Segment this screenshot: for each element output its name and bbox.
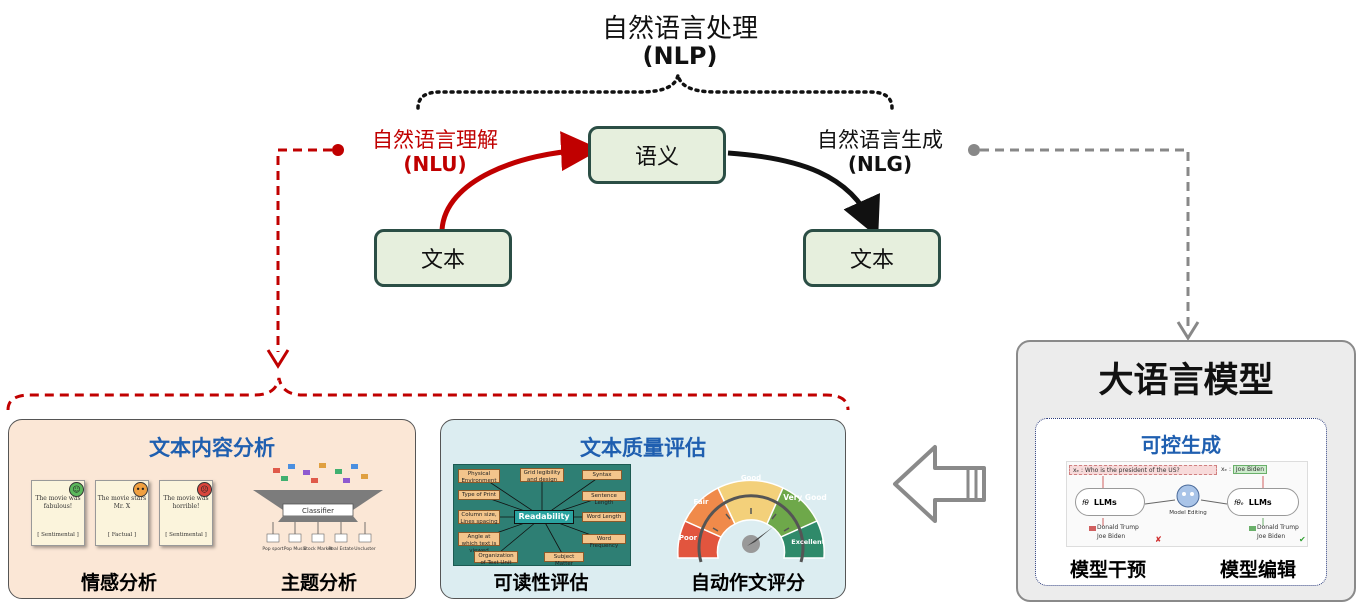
nlg-abbr: (NLG) (847, 152, 913, 176)
option-right-trump: Donald Trump (1257, 524, 1299, 531)
gauge-label: Good (741, 474, 761, 482)
model-intervention-label: 模型干预 (1069, 559, 1146, 581)
topic-label: Pop sport (262, 546, 283, 552)
nlg-title: 自然语言生成 (817, 128, 943, 152)
readability-node: Type of Print (458, 490, 500, 500)
question-bar: xₑ : Who is the president of the US? (1069, 465, 1217, 475)
content-analysis-panel: 文本内容分析 The movie was fabulous! [ Sentime… (8, 419, 416, 599)
model-editing-cn-label: 模型编辑 (1219, 559, 1296, 581)
nlu-connector (276, 148, 332, 352)
nlu-title: 自然语言理解 (372, 128, 498, 152)
topic-label: Uncluster (354, 546, 376, 552)
readability-node: Syntax (582, 470, 622, 480)
answer-bar: xₑ : Joe Biden (1221, 465, 1305, 475)
content-analysis-title: 文本内容分析 (149, 436, 275, 460)
nlp-abbr: (NLP) (642, 42, 718, 70)
nlu-connector-dot (332, 144, 344, 156)
nlp-brace (416, 74, 894, 110)
quality-title: 文本质量评估 (580, 436, 706, 460)
readability-node: Physical Environment (458, 469, 500, 484)
readability-node: Subject Matter (544, 552, 584, 567)
gauge-label: Fair (694, 498, 709, 506)
model-editing-diagram: xₑ : Who is the president of the US? xₑ … (1066, 461, 1308, 547)
scattered-docs-icon (273, 463, 368, 483)
option-right-biden: Joe Biden (1257, 533, 1286, 540)
sad-face-icon: ☹ (197, 482, 212, 497)
cross-icon: ✘ (1155, 535, 1162, 544)
readability-center-node: Readability (514, 510, 574, 524)
readability-diagram: Physical Environment Grid legibility and… (453, 464, 631, 567)
controllable-gen-title: 可控生成 (1141, 433, 1221, 457)
happy-face-icon: ☺ (69, 482, 84, 497)
classifier-label: Classifier (302, 507, 334, 515)
topic-classifier-graphic: Classifier Pop sport Pop Music Stock Mar… (253, 463, 383, 552)
topic-analysis-label: 主题分析 (280, 572, 357, 594)
readability-node: Column size, Lines spacing (458, 510, 500, 525)
llm-left-box: fθ LLMs (1075, 488, 1145, 516)
controllable-gen-box: 可控生成 xₑ : Who is the president of the US… (1035, 418, 1327, 586)
text-output-node: 文本 (803, 229, 941, 287)
readability-node: Angle at which text is viewed (458, 532, 500, 554)
essay-scoring-label: 自动作文评分 (690, 572, 805, 594)
neutral-face-icon: •• (133, 482, 148, 497)
flag-icon (1089, 526, 1096, 531)
essay-score-gauge: Poor Fair Good Very Good Excellent (677, 474, 827, 563)
check-icon: ✔ (1299, 535, 1306, 544)
gauge-label: Excellent (791, 538, 825, 546)
readability-node: Grid legibility and design (520, 468, 564, 483)
flag-icon (1249, 526, 1256, 531)
llm-panel: 大语言模型 可控生成 xₑ : Who is the president of … (1016, 340, 1356, 602)
readability-node: Sentence Length (582, 491, 626, 506)
model-editing-label: Model Editing (1169, 510, 1207, 516)
topic-label: Stock Market (303, 546, 333, 552)
text-input-node: 文本 (374, 229, 512, 287)
gauge-needle (747, 527, 773, 546)
sentiment-sheet: The movie was fabulous! [ Sentimental ] (31, 480, 85, 546)
nlp-title: 自然语言处理 (601, 14, 758, 44)
nlu-arrow (439, 131, 601, 231)
topic-label: Pop Music (284, 546, 307, 552)
sentiment-analysis-label: 情感分析 (80, 572, 157, 594)
nlu-abbr: (NLU) (403, 152, 467, 176)
quality-panel: 文本质量评估 Physical Environment Grid legibil… (440, 419, 846, 599)
readability-eval-label: 可读性评估 (493, 572, 589, 594)
gauge-label: Very Good (783, 493, 827, 502)
option-left-trump: Donald Trump (1097, 524, 1139, 531)
nlg-arrow (727, 150, 880, 238)
nlg-connector-dot (968, 144, 980, 156)
nlu-brace (6, 377, 850, 411)
topic-label: Real Estate (328, 546, 354, 552)
readability-node: Organization of Text Unit (474, 551, 518, 566)
llm-title: 大语言模型 (1098, 361, 1274, 401)
gauge-segments (677, 479, 825, 559)
robot-icon (1176, 484, 1200, 508)
nlg-connector (980, 148, 1190, 326)
option-left-biden: Joe Biden (1097, 533, 1126, 540)
gauge-label: Poor (679, 534, 698, 542)
semantics-node: 语义 (588, 126, 726, 184)
hollow-left-arrow (893, 445, 986, 523)
readability-node: Word Frequency (582, 534, 626, 549)
llm-right-box: fθₑ LLMs (1227, 488, 1299, 516)
readability-node: Word Length (582, 512, 626, 522)
